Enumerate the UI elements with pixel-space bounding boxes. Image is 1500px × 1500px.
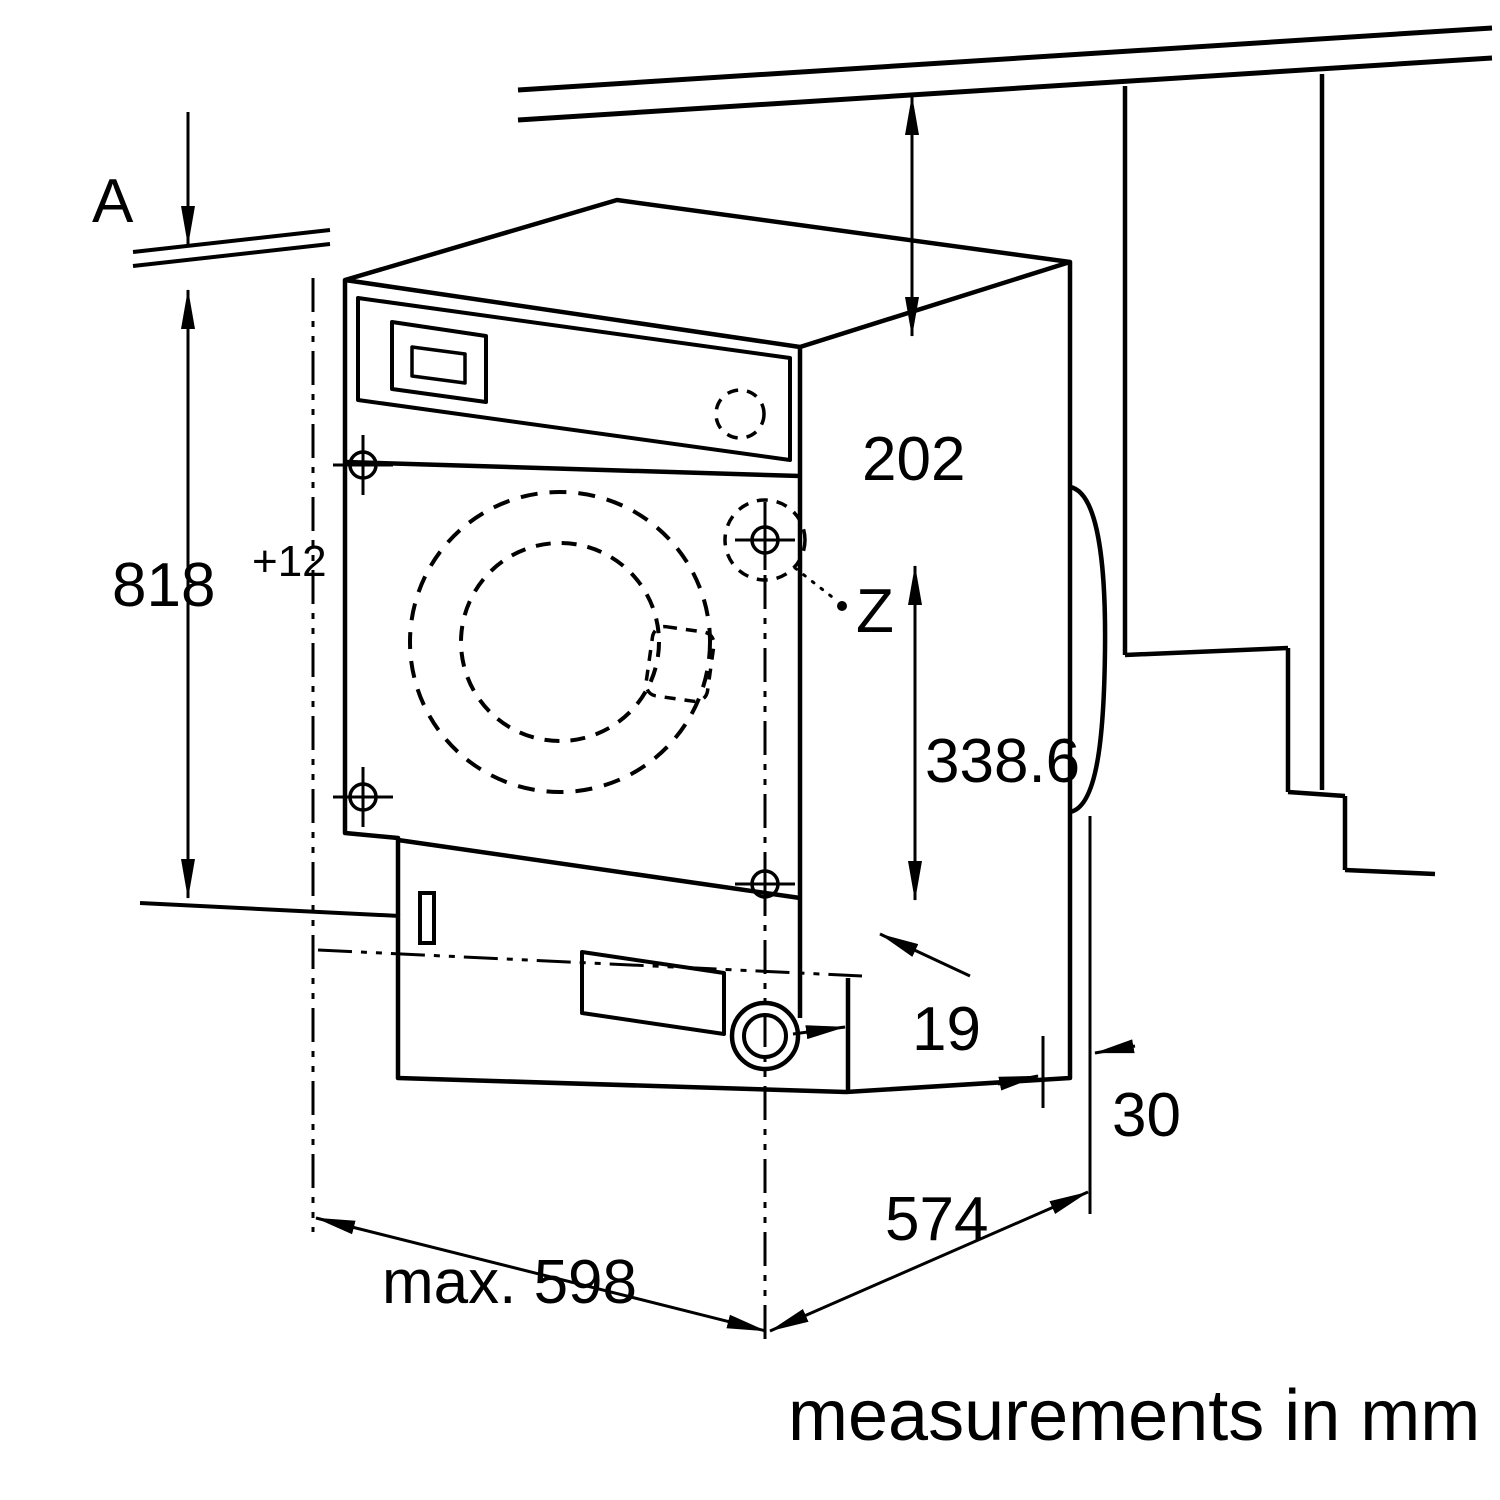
niche-top-lines (132, 228, 401, 918)
program-knob-position (714, 388, 766, 440)
units-note: measurements in mm (788, 1376, 1480, 1456)
dim-label-a: A (92, 167, 134, 236)
worktop-lines (517, 25, 1493, 123)
dim-label-574: 574 (885, 1185, 988, 1254)
dimension-worktop-clearance: 202 (862, 95, 965, 494)
dim-label-202: 202 (862, 425, 965, 494)
mounting-point-bottom-left (333, 767, 393, 827)
dimension-depth: 574 (769, 1185, 1089, 1333)
plinth-area (418, 891, 801, 1072)
control-panel (356, 296, 792, 462)
dimension-front-offset: 19 (792, 932, 981, 1064)
dimension-max-width: max. 598 (315, 1216, 767, 1333)
mounting-points (333, 435, 807, 914)
cabinet-outline (1122, 74, 1436, 877)
plinth-slot (418, 891, 436, 945)
dim-label-338: 338.6 (925, 727, 1080, 796)
dim-label-height-tolerance: +12 (252, 537, 327, 586)
dimension-height: 818 +12 (112, 289, 327, 899)
service-knob (729, 1000, 801, 1072)
dim-label-30: 30 (1112, 1081, 1181, 1150)
washing-machine-body (342, 197, 1073, 1095)
dimension-a: A (92, 112, 195, 246)
dim-label-max-598: max. 598 (382, 1248, 637, 1317)
door-handle (644, 624, 716, 704)
dim-label-z: Z (856, 577, 894, 646)
mounting-point-top-left (333, 435, 393, 495)
dim-label-height: 818 (112, 551, 215, 620)
furniture-door-edge (1069, 484, 1108, 1214)
reference-centerlines (311, 278, 863, 1348)
door-outline (408, 490, 716, 794)
dimension-door-clearance: 30 (997, 1036, 1181, 1150)
mounting-point-top-right (723, 498, 807, 582)
mounting-point-bottom-right (735, 854, 795, 914)
plinth-grille (580, 950, 726, 1036)
dim-label-19: 19 (912, 995, 981, 1064)
display-window (390, 320, 488, 404)
z-reference: Z (793, 566, 894, 646)
dimension-hinge-height: 338.6 (908, 565, 1080, 901)
